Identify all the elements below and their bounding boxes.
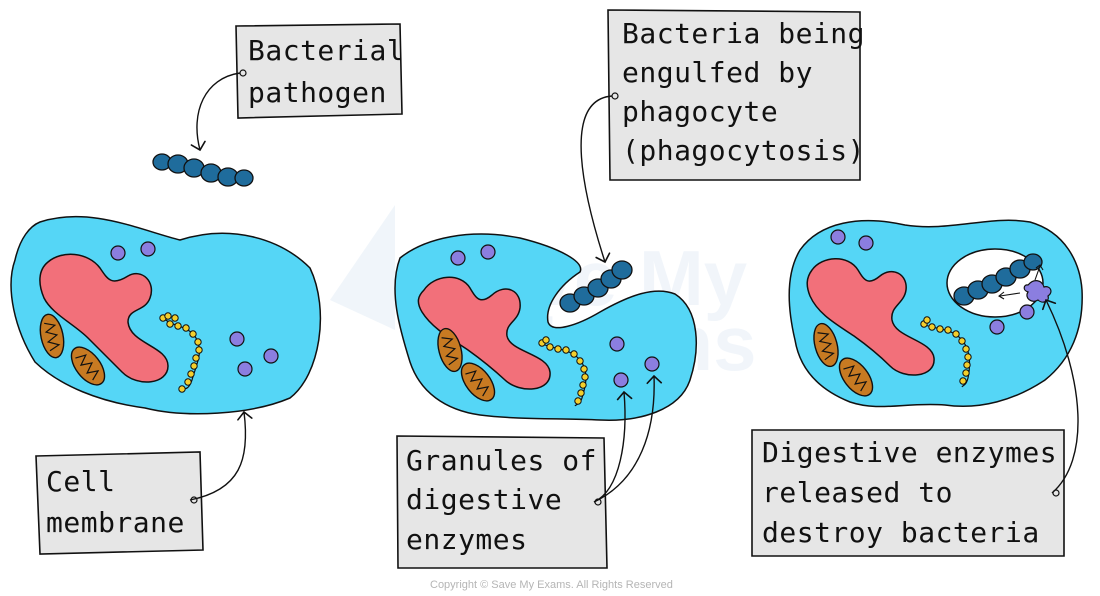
label-enzymes-released-line-2: released to xyxy=(762,476,953,509)
cell-3-mitochondrion-2 xyxy=(838,357,874,397)
label-bacteria-engulfed: Bacteria being engulfed by phagocyte (ph… xyxy=(607,9,865,181)
bacterial-pathogen-chain xyxy=(152,153,254,187)
cell-1-mitochondrion-1 xyxy=(39,313,65,359)
arrow-to-enzyme-release xyxy=(1041,298,1079,494)
label-enzymes-released: Digestive enzymes released to destroy ba… xyxy=(751,429,1065,557)
cell-2-granules xyxy=(450,244,660,388)
label-granules-line-1: Granules of xyxy=(406,444,597,477)
cell-1-nucleus xyxy=(39,253,169,383)
label-bacteria-engulfed-line-3: phagocyte xyxy=(622,95,778,128)
label-bacteria-engulfed-line-1: Bacteria being xyxy=(622,17,865,50)
pointer-arrows xyxy=(189,72,1079,503)
cell-1-er-beads xyxy=(159,312,203,393)
label-enzymes-released-line-1: Digestive enzymes xyxy=(762,436,1057,469)
arrow-to-granule-2 xyxy=(593,374,663,503)
arrow-to-pathogen xyxy=(190,72,241,152)
digested-bacteria-chain xyxy=(953,253,1043,306)
phagocyte-cell-1 xyxy=(10,215,322,415)
cell-3-granules xyxy=(830,229,1035,335)
cell-2-er-beads xyxy=(538,336,589,405)
cell-3-nucleus xyxy=(806,258,935,376)
label-enzymes-released-line-3: destroy bacteria xyxy=(762,516,1040,549)
label-bacteria-engulfed-line-4: (phagocytosis) xyxy=(622,134,865,167)
engulfed-bacteria-chain xyxy=(559,260,633,313)
cell-3-mitochondrion-1 xyxy=(813,322,839,368)
label-cell-membrane-line-1: Cell xyxy=(46,465,115,498)
cell-3-er-beads xyxy=(920,316,972,385)
label-bacterial-pathogen-line-1: Bacterial xyxy=(248,34,404,67)
label-bacterial-pathogen: Bacterial pathogen xyxy=(235,23,404,119)
label-cell-membrane: Cell membrane xyxy=(35,451,204,555)
phagocyte-cell-3 xyxy=(788,219,1083,408)
phagocyte-cell-2 xyxy=(394,233,697,421)
copyright-text: Copyright © Save My Exams. All Rights Re… xyxy=(430,579,673,591)
label-bacteria-engulfed-line-2: engulfed by xyxy=(622,56,813,89)
cell-1-granules xyxy=(110,241,279,377)
label-granules-line-3: enzymes xyxy=(406,523,528,556)
arrow-to-membrane xyxy=(189,410,253,501)
cell-2-mitochondrion-2 xyxy=(460,362,496,402)
arrow-to-engulfed-bacteria xyxy=(580,95,613,264)
cell-2-mitochondrion-1 xyxy=(437,327,463,373)
arrow-to-granule-1 xyxy=(593,390,633,503)
label-granules-line-2: digestive xyxy=(406,483,562,516)
label-bacterial-pathogen-line-2: pathogen xyxy=(248,76,387,109)
label-cell-membrane-line-2: membrane xyxy=(46,506,185,539)
enzyme-arrows xyxy=(998,264,1044,300)
label-granules: Granules of digestive enzymes xyxy=(396,435,608,569)
